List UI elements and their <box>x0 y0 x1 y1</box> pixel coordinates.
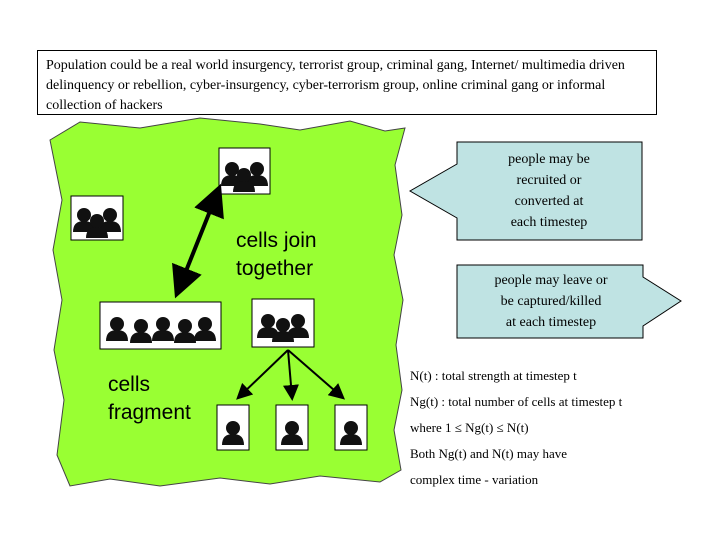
fragment-label-line2: fragment <box>108 401 191 424</box>
definitions-legend: N(t) : total strength at timestep t Ng(t… <box>410 363 700 493</box>
join-label-line2: together <box>236 257 313 280</box>
population-description-box: Population could be a real world insurge… <box>37 50 657 115</box>
legend-line-2: Ng(t) : total number of cells at timeste… <box>410 394 623 409</box>
recruit-text-1: people may be <box>508 152 590 167</box>
recruit-text-3: converted at <box>515 194 584 209</box>
join-arrow <box>172 183 224 299</box>
recruit-arrow <box>408 141 643 241</box>
leave-text-1: people may leave or <box>494 273 607 288</box>
cell-top <box>218 147 271 195</box>
population-description: Population could be a real world insurge… <box>46 58 625 113</box>
leave-text-2: be captured/killed <box>501 294 602 309</box>
join-label-line1: cells join <box>236 229 317 252</box>
cell-single-3 <box>334 404 368 451</box>
legend-line-4: Both Ng(t) and N(t) may have <box>410 446 568 461</box>
leave-text-3: at each timestep <box>506 315 596 330</box>
cell-joined <box>99 301 222 350</box>
leave-arrow <box>456 264 682 339</box>
legend-line-5: complex time - variation <box>410 472 539 487</box>
fragment-label-line1: cells <box>108 373 150 396</box>
cell-single-1 <box>216 404 250 451</box>
legend-line-3: where 1 ≤ Ng(t) ≤ N(t) <box>410 420 529 435</box>
recruit-text-4: each timestep <box>511 215 588 230</box>
legend-line-1: N(t) : total strength at timestep t <box>410 368 577 383</box>
cell-left <box>70 195 124 241</box>
cell-fragmenting <box>251 298 315 348</box>
cell-single-2 <box>275 404 309 451</box>
population-region <box>49 117 406 487</box>
recruit-text-2: recruited or <box>517 173 582 188</box>
fragment-arrows <box>236 349 346 401</box>
